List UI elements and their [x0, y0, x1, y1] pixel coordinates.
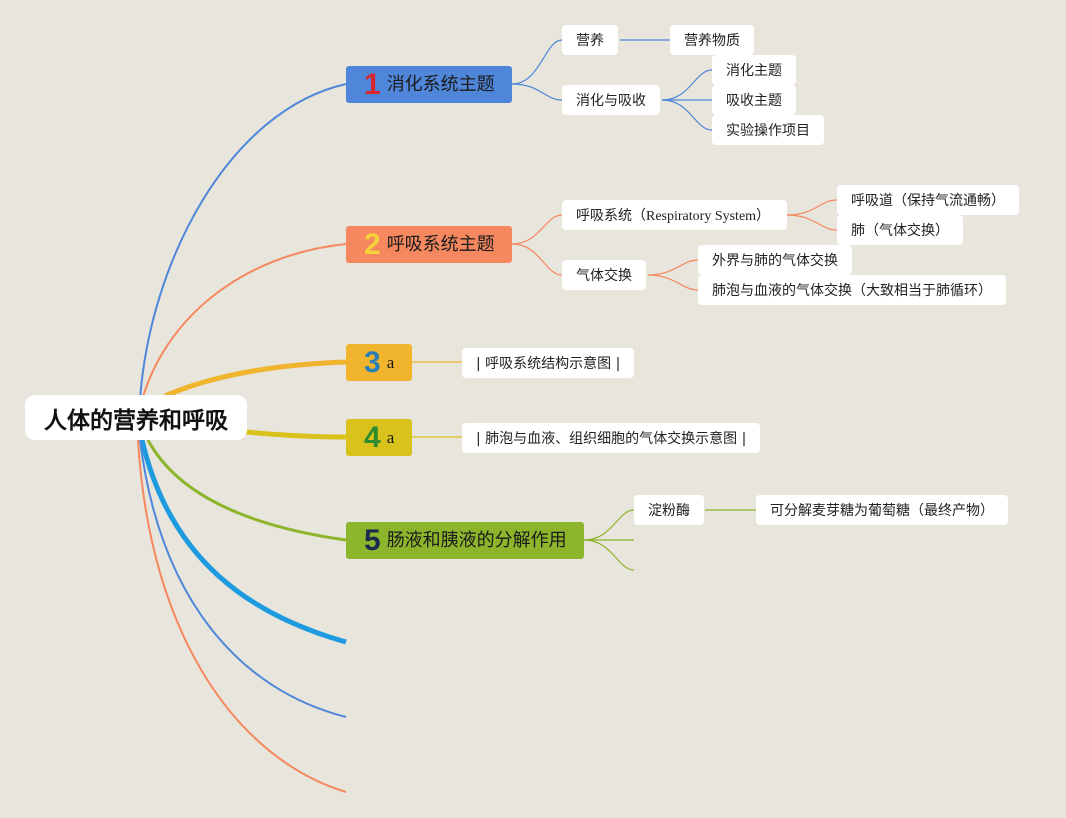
link-t2c1-g2 [786, 214, 838, 231]
branch-line-3 [164, 359, 347, 399]
leaf-experiment-items[interactable]: 实验操作项目 [712, 115, 824, 145]
subtopic-gas-exchange-label: 气体交换 [576, 268, 632, 284]
leaf-external-lung-exchange[interactable]: 外界与肺的气体交换 [698, 245, 852, 275]
link-t5-c3 [583, 539, 635, 571]
root-node[interactable]: 人体的营养和呼吸 [25, 395, 247, 440]
subtopic-digestion-absorption-label: 消化与吸收 [576, 93, 646, 109]
branch-line-5 [146, 439, 347, 542]
link-t2c2-g2 [647, 274, 699, 291]
leaf-respiratory-structure-diagram[interactable]: | 呼吸系统结构示意图 | [462, 348, 635, 378]
topic-5-label: 肠液和胰液的分解作用 [386, 529, 567, 551]
branch-line-4 [245, 429, 347, 440]
leaf-lung[interactable]: 肺（气体交换） [837, 215, 963, 245]
subtopic-respiratory-system[interactable]: 呼吸系统（Respiratory System） [562, 200, 787, 230]
link-t1-c1 [511, 39, 563, 85]
branch-line-1 [139, 83, 347, 401]
topic-2-label: 呼吸系统主题 [386, 233, 495, 255]
branch-line-6 [139, 439, 347, 645]
topic-1-label: 消化系统主题 [386, 73, 495, 95]
link-t2-c1 [511, 214, 563, 245]
branch-line-2 [141, 243, 347, 401]
leaf-digestion-topic-label: 消化主题 [726, 63, 782, 79]
leaf-nutrients[interactable]: 营养物质 [670, 25, 754, 55]
subtopic-amylase[interactable]: 淀粉酶 [634, 495, 704, 525]
leaf-external-lung-exchange-label: 外界与肺的气体交换 [712, 253, 838, 269]
link-t1c2-g3 [661, 99, 713, 131]
subtopic-nutrition[interactable]: 营养 [562, 25, 618, 55]
link-t2c2-g1 [647, 259, 699, 276]
subtopic-nutrition-label: 营养 [576, 33, 604, 49]
branch-line-7 [139, 439, 347, 718]
topic-3-node[interactable]: 3 a [346, 344, 412, 381]
link-t2-c2 [511, 243, 563, 276]
topic-3-number: 3 [364, 345, 381, 379]
leaf-digestion-topic[interactable]: 消化主题 [712, 55, 796, 85]
topic-4-label: a [386, 428, 395, 447]
topic-5-number: 5 [364, 523, 381, 557]
leaf-respiratory-structure-diagram-label: | 呼吸系统结构示意图 | [476, 356, 621, 372]
topic-1-node[interactable]: 1 消化系统主题 [346, 66, 512, 103]
leaf-absorption-topic[interactable]: 吸收主题 [712, 85, 796, 115]
leaf-experiment-items-label: 实验操作项目 [726, 123, 810, 139]
leaf-gas-exchange-diagram-label: | 肺泡与血液、组织细胞的气体交换示意图 | [476, 431, 747, 447]
topic-4-node[interactable]: 4 a [346, 419, 412, 456]
link-t1-c2 [511, 83, 563, 101]
topic-1-number: 1 [364, 67, 381, 101]
subtopic-gas-exchange[interactable]: 气体交换 [562, 260, 646, 290]
leaf-maltose-to-glucose[interactable]: 可分解麦芽糖为葡萄糖（最终产物） [756, 495, 1008, 525]
leaf-lung-label: 肺（气体交换） [851, 223, 949, 239]
subtopic-digestion-absorption[interactable]: 消化与吸收 [562, 85, 660, 115]
branch-line-8 [137, 439, 347, 793]
link-t1c2-g1 [661, 69, 713, 101]
link-t2c1-g1 [786, 199, 838, 216]
leaf-airway[interactable]: 呼吸道（保持气流通畅） [837, 185, 1019, 215]
leaf-alveoli-blood-exchange-label: 肺泡与血液的气体交换（大致相当于肺循环） [712, 283, 992, 299]
topic-2-node[interactable]: 2 呼吸系统主题 [346, 226, 512, 263]
topic-3-label: a [386, 353, 395, 372]
leaf-absorption-topic-label: 吸收主题 [726, 93, 782, 109]
topic-4-number: 4 [364, 420, 381, 454]
topic-2-number: 2 [364, 227, 381, 261]
leaf-airway-label: 呼吸道（保持气流通畅） [851, 193, 1005, 209]
leaf-alveoli-blood-exchange[interactable]: 肺泡与血液的气体交换（大致相当于肺循环） [698, 275, 1006, 305]
link-t5-c1 [583, 509, 635, 541]
leaf-gas-exchange-diagram[interactable]: | 肺泡与血液、组织细胞的气体交换示意图 | [462, 423, 761, 453]
leaf-nutrients-label: 营养物质 [684, 33, 740, 49]
root-label: 人体的营养和呼吸 [44, 407, 228, 434]
subtopic-respiratory-system-label: 呼吸系统（Respiratory System） [576, 209, 771, 224]
subtopic-amylase-label: 淀粉酶 [648, 503, 690, 519]
topic-5-node[interactable]: 5 肠液和胰液的分解作用 [346, 522, 584, 559]
leaf-maltose-to-glucose-label: 可分解麦芽糖为葡萄糖（最终产物） [770, 503, 994, 519]
